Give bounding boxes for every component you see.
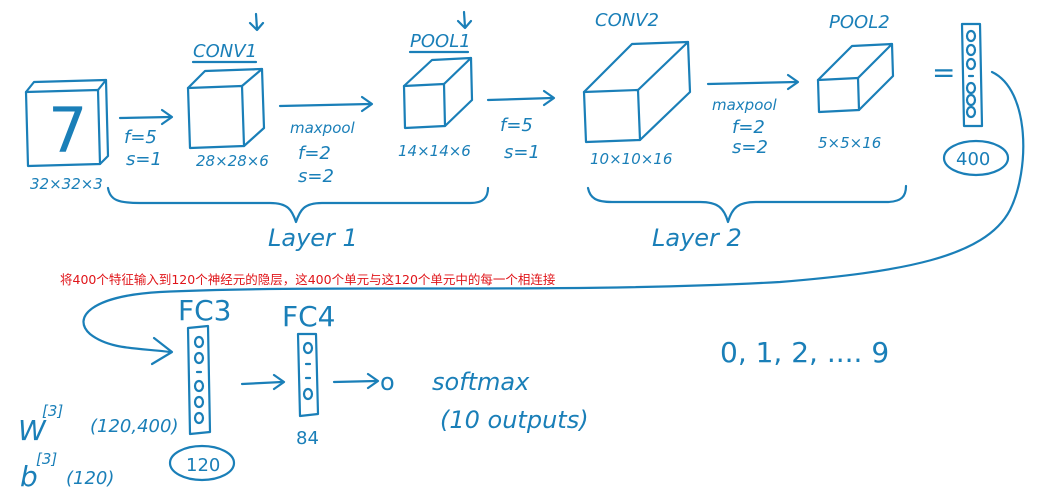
pool1-block [402,10,474,130]
step2-op-label: maxpool [290,119,356,137]
connector-curve [82,70,1025,354]
layer2-brace [586,184,908,224]
pool1-name: POOL1 [410,31,471,52]
connector-arrowhead [150,336,174,366]
input-image-block: 7 32×32×3 [24,78,110,193]
pool2-size-label: 5×5×16 [818,134,881,152]
conv1-name: CONV1 [193,41,257,62]
fc3-count: 120 [186,455,220,476]
fc4-vector [296,332,320,418]
flatten-vector [942,22,1010,177]
conv1-block [186,12,266,150]
weight-symbol: W [18,414,47,447]
conv2-block [582,40,692,144]
arrow-fc4-to-output [332,372,380,390]
step3-f-label: f=5 [500,115,533,136]
step4-f-label: f=2 [732,117,765,138]
fc4-count: 84 [296,428,319,449]
softmax-label: softmax [432,368,530,396]
flatten-count: 400 [956,149,990,170]
step1-s-label: s=1 [126,149,162,170]
step2-s-label: s=2 [298,166,334,187]
pool2-block [816,42,895,114]
arrow-conv1-to-pool1 [278,95,374,113]
arrow-fc3-to-fc4 [240,373,286,391]
pool2-name: POOL2 [829,12,890,33]
step1-f-label: f=5 [124,127,157,148]
softmax-outputs-label: (10 outputs) [440,406,589,434]
conv2-name: CONV2 [595,10,659,31]
layer1-brace [106,186,490,224]
output-classes: 0, 1, 2, .... 9 [720,336,889,369]
equals-sign: = [932,56,955,89]
layer2-label: Layer 2 [652,224,742,252]
input-size-label: 32×32×3 [30,175,103,193]
input-digit: 7 [48,94,87,167]
fc3-vector [168,324,236,482]
step3-s-label: s=1 [504,142,540,163]
bias-shape: (120) [66,468,114,489]
pool1-size-label: 14×14×6 [398,142,471,160]
fc4-name: FC4 [282,300,335,333]
conv2-size-label: 10×10×16 [590,150,672,168]
bias-superscript: [3] [36,450,57,468]
bias-symbol: b [20,460,38,493]
arrow-input-to-conv1 [118,108,174,126]
annotation-text: 将400个特征输入到120个神经元的隐层，这400个单元与这120个单元中的每一… [60,272,556,287]
arrow-conv2-to-pool2 [706,73,800,91]
step4-op-label: maxpool [712,96,778,114]
weight-shape: (120,400) [90,416,178,437]
conv1-size-label: 28×28×6 [196,152,269,170]
arrow-pool1-to-conv2 [486,89,556,107]
step2-f-label: f=2 [298,143,331,164]
fc3-name: FC3 [178,294,231,327]
weight-superscript: [3] [42,402,63,420]
output-node: o [380,368,395,396]
layer1-label: Layer 1 [268,224,358,252]
step4-s-label: s=2 [732,137,768,158]
